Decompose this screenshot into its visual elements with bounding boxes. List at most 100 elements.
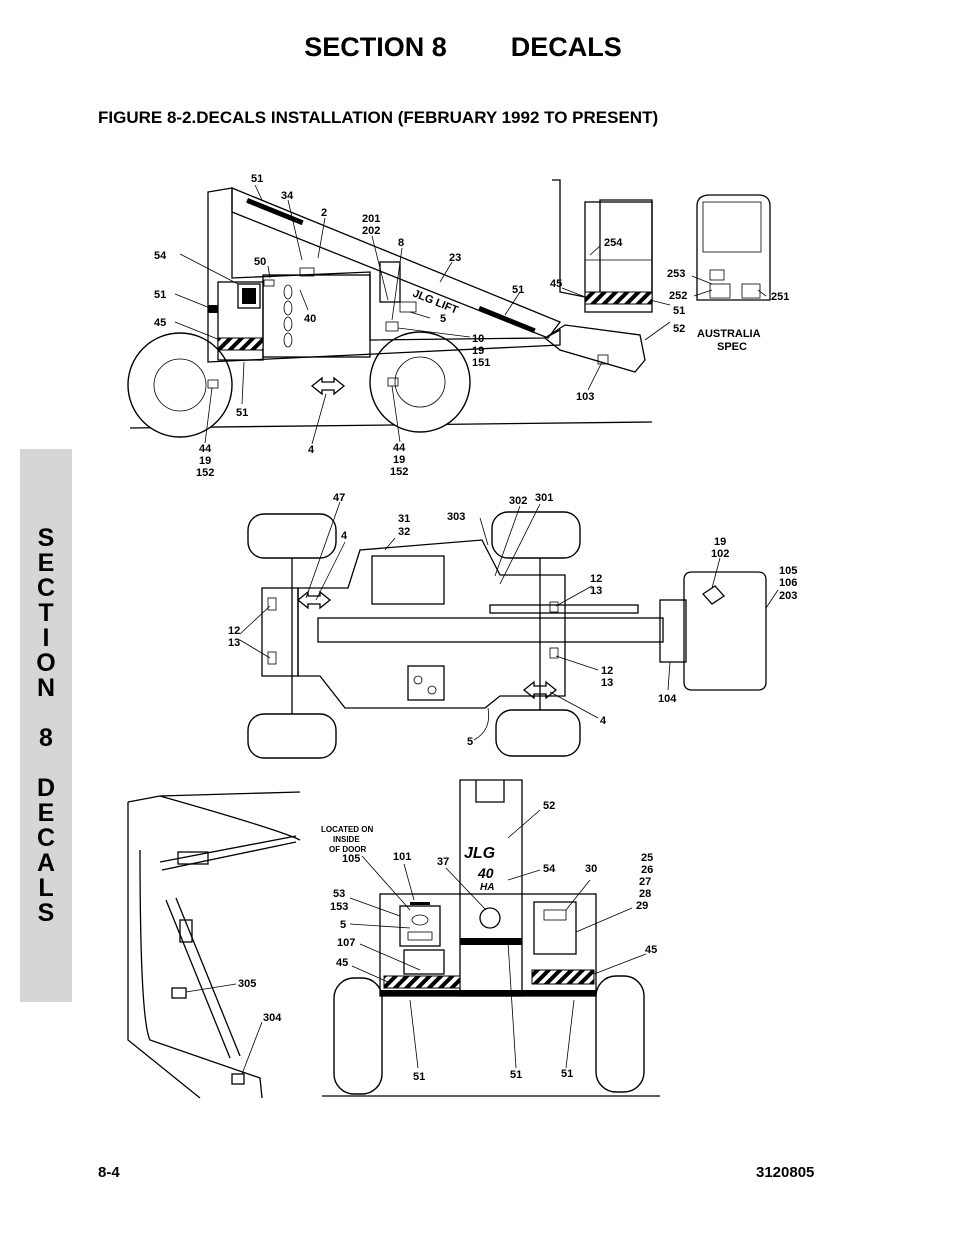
- callout: 12: [228, 625, 240, 637]
- callout: 8: [398, 237, 404, 249]
- callout: 13: [590, 585, 602, 597]
- callout: 5: [467, 736, 473, 748]
- callout: 25: [641, 852, 653, 864]
- callout: 19: [472, 345, 484, 357]
- side-tab-letter: N: [36, 673, 56, 702]
- callout: 5: [340, 919, 346, 931]
- top-view: [239, 501, 779, 759]
- callout: 201: [362, 213, 380, 225]
- callout: 303: [447, 511, 465, 523]
- callout: 4: [600, 715, 607, 727]
- callout: 50: [254, 256, 266, 268]
- side-view-callouts: 51 34 2 201 202 8 23 254 54 50 51 45 40 …: [154, 173, 789, 479]
- callout: 19: [714, 536, 726, 548]
- callout: 45: [550, 278, 562, 290]
- callout: 251: [771, 291, 789, 303]
- callout: 51: [561, 1068, 573, 1080]
- jlg-logo-decal: JLG: [464, 845, 495, 862]
- callout: 103: [576, 391, 594, 403]
- callout: 51: [510, 1069, 522, 1081]
- model-40-decal: 40: [477, 865, 494, 881]
- callout: 37: [437, 856, 449, 868]
- callout: 51: [512, 284, 524, 296]
- callout: 26: [641, 864, 653, 876]
- callout: 153: [330, 901, 348, 913]
- callout: 52: [543, 800, 555, 812]
- side-tab-letter: 8: [39, 723, 53, 752]
- side-tab-letter: C: [36, 573, 56, 602]
- model-ha-decal: HA: [480, 882, 494, 893]
- callout: 151: [472, 357, 490, 369]
- callout: 53: [333, 888, 345, 900]
- callout: 152: [196, 467, 214, 479]
- callout: 202: [362, 225, 380, 237]
- callout: 19: [199, 455, 211, 467]
- callout: 51: [251, 173, 263, 185]
- side-tab-letter: A: [36, 848, 56, 877]
- callout: 44: [199, 443, 212, 455]
- callout: 29: [636, 900, 648, 912]
- side-tab-letter: D: [36, 773, 56, 802]
- side-tab-letter: C: [36, 823, 56, 852]
- callout: 45: [336, 957, 348, 969]
- callout: 51: [413, 1071, 425, 1083]
- callout: 45: [645, 944, 657, 956]
- side-tab-letter: E: [37, 798, 55, 827]
- callout: 252: [669, 290, 687, 302]
- callout: 51: [154, 289, 166, 301]
- callout: 302: [509, 495, 527, 507]
- callout: 10: [472, 333, 484, 345]
- side-tab-letter: E: [37, 548, 55, 577]
- callout: 12: [590, 573, 602, 585]
- callout: 47: [333, 492, 345, 504]
- callout: 254: [604, 237, 623, 249]
- callout: 19: [393, 454, 405, 466]
- callout: 45: [154, 317, 166, 329]
- callout: 27: [639, 876, 651, 888]
- callout: 301: [535, 492, 553, 504]
- callout: 30: [585, 863, 597, 875]
- callout: 44: [393, 442, 406, 454]
- callout: 31: [398, 513, 410, 525]
- callout: 52: [673, 323, 685, 335]
- top-view-callouts: 47 31 32 303 302 301 4 19 102 105 106 20…: [228, 492, 797, 748]
- callout: 23: [449, 252, 461, 264]
- callout: 203: [779, 590, 797, 602]
- side-tab-letter: O: [36, 648, 56, 677]
- callout: 4: [341, 530, 348, 542]
- callout: 102: [711, 548, 729, 560]
- rear-wheel: [127, 332, 233, 438]
- callout: 105: [779, 565, 797, 577]
- section-name: DECALS: [510, 32, 622, 62]
- side-view: JLG LIFT: [127, 179, 771, 445]
- callout: 32: [398, 526, 410, 538]
- callout: 28: [639, 888, 651, 900]
- door-note: INSIDE: [333, 835, 360, 844]
- callout: 54: [154, 250, 167, 262]
- callout: 253: [667, 268, 685, 280]
- callout: 5: [440, 313, 446, 325]
- callout: 51: [236, 407, 248, 419]
- callout: 152: [390, 466, 408, 478]
- australia-spec-label: SPEC: [717, 341, 747, 353]
- callout: 51: [673, 305, 685, 317]
- callout: 101: [393, 851, 411, 863]
- callout: 12: [601, 665, 613, 677]
- callout: 304: [263, 1012, 282, 1024]
- callout: 13: [601, 677, 613, 689]
- page-number: 8-4: [98, 1164, 120, 1181]
- callout: 40: [304, 313, 316, 325]
- rear-view: JLG 40 HA: [322, 779, 660, 1097]
- side-tab-letter: I: [42, 623, 50, 652]
- side-tab-letter: S: [37, 898, 55, 927]
- callout: 106: [779, 577, 797, 589]
- callout: 105: [342, 853, 360, 865]
- callout: 4: [308, 444, 315, 456]
- side-tab-letter: T: [38, 598, 54, 627]
- australia-spec-label: AUSTRALIA: [697, 328, 761, 340]
- figure-title: FIGURE 8-2.DECALS INSTALLATION (FEBRUARY…: [98, 108, 659, 127]
- side-tab-letter: S: [37, 523, 55, 552]
